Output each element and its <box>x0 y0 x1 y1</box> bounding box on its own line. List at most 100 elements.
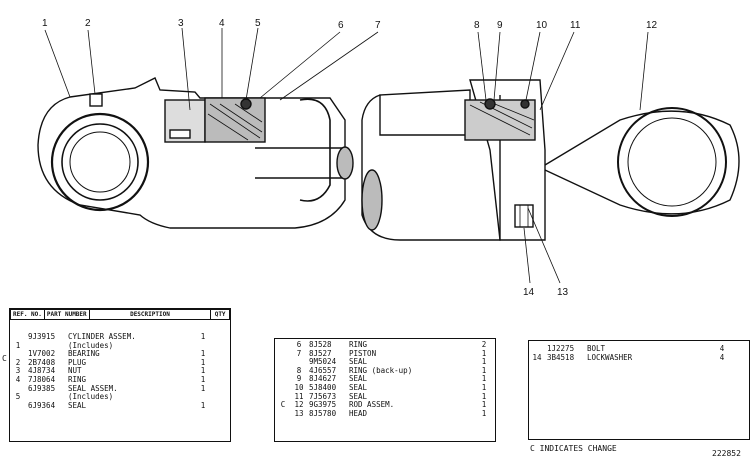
callout-10: 10 <box>536 20 548 31</box>
quantity: 1 <box>200 332 206 341</box>
callout-5: 5 <box>255 18 261 29</box>
ref-number: 6 <box>296 340 302 349</box>
ref-number: 7 <box>296 348 302 358</box>
parts-table-1: REF. NO. PART NUMBER DESCRIPTION QTY 9J3… <box>9 308 231 442</box>
change-flag: C <box>280 400 286 410</box>
cylinder-head-end <box>37 77 346 229</box>
ref-number: 14 <box>532 352 542 362</box>
change-mark-c: C <box>2 354 7 363</box>
quantity: 1 <box>481 357 487 367</box>
description: (Includes) <box>68 340 114 350</box>
callout-2: 2 <box>85 18 91 29</box>
ref-number: 9 <box>296 374 302 384</box>
rod-eye-bore-inner <box>627 117 717 207</box>
header-ref: REF. NO. <box>10 309 45 320</box>
header-part-number: PART NUMBER <box>43 309 90 320</box>
quantity: 1 <box>481 408 487 418</box>
table-row: 4 7J8064 RING 1 <box>10 374 212 385</box>
quantity: 1 <box>481 365 487 375</box>
quantity: 1 <box>200 349 206 359</box>
quantity: 1 <box>200 383 206 393</box>
rod-eye <box>544 110 740 215</box>
table-row: 6J9364 SEAL 1 <box>10 400 212 411</box>
callout-14: 14 <box>523 287 535 298</box>
description: RING (back-up) <box>349 365 413 375</box>
part-number: 7J8064 <box>28 374 56 384</box>
quantity: 1 <box>481 382 487 392</box>
change-flag <box>275 341 291 350</box>
part-number: 8J528 <box>309 340 332 349</box>
part-number: 2B7408 <box>28 357 56 367</box>
ref-number: 13 <box>294 408 304 418</box>
quantity: 1 <box>200 374 206 384</box>
callout-labels: 1 2 3 4 5 6 7 8 9 10 11 12 13 14 <box>42 18 658 298</box>
quantity: 1 <box>200 400 206 410</box>
change-flag <box>275 375 291 384</box>
ref-number: 3 <box>15 366 21 376</box>
quantity: 1 <box>481 391 487 401</box>
quantity: 1 <box>481 374 487 384</box>
quantity: 2 <box>481 340 487 349</box>
description: SEAL <box>349 382 368 392</box>
change-flag <box>275 350 291 359</box>
description: HEAD <box>349 408 368 418</box>
callout-4: 4 <box>219 18 225 29</box>
description: SEAL ASSEM. <box>68 383 118 393</box>
bearing-ring <box>61 123 139 201</box>
description: SEAL <box>349 391 368 401</box>
rod-end-cut <box>336 146 354 180</box>
ref-number: 4 <box>15 374 21 384</box>
rod-head-body <box>379 89 471 136</box>
part-number: 9M5024 <box>309 357 337 367</box>
part-number: 6J9364 <box>28 400 56 410</box>
change-flag <box>275 384 291 393</box>
callout-7: 7 <box>375 20 381 31</box>
part-number: 4J8734 <box>28 366 56 376</box>
table-header-row: REF. NO. PART NUMBER DESCRIPTION QTY <box>10 309 230 320</box>
ref-number: 10 <box>294 382 304 392</box>
header-description: DESCRIPTION <box>88 309 212 320</box>
part-number: 8J4627 <box>309 374 337 384</box>
ref-number: 11 <box>294 391 304 401</box>
description: SEAL <box>68 400 87 410</box>
head-seal <box>484 98 496 110</box>
callout-13: 13 <box>557 287 569 298</box>
description: PISTON <box>349 348 377 358</box>
quantity: 1 <box>200 366 206 376</box>
description: NUT <box>68 366 82 376</box>
wiper-seal <box>520 99 530 109</box>
callout-11: 11 <box>570 20 581 31</box>
quantity: 4 <box>719 344 725 353</box>
part-number: 9G3975 <box>309 400 337 410</box>
part-number: 1J2275 <box>547 344 575 353</box>
table-row: 1 (Includes) <box>10 340 212 351</box>
description: BOLT <box>587 344 606 353</box>
ref-number: 12 <box>294 400 304 410</box>
ref-number <box>10 402 26 411</box>
cylinder-exploded-diagram: 1 2 3 4 5 6 7 8 9 10 11 12 13 14 <box>37 18 740 298</box>
description: CYLINDER ASSEM. <box>68 332 136 341</box>
description: ROD ASSEM. <box>349 400 395 410</box>
callout-3: 3 <box>178 18 184 29</box>
ref-number: 1 <box>15 340 21 350</box>
ref-number: 5 <box>15 392 21 402</box>
change-flag <box>275 410 291 419</box>
description: RING <box>68 374 87 384</box>
description: (Includes) <box>68 392 114 402</box>
